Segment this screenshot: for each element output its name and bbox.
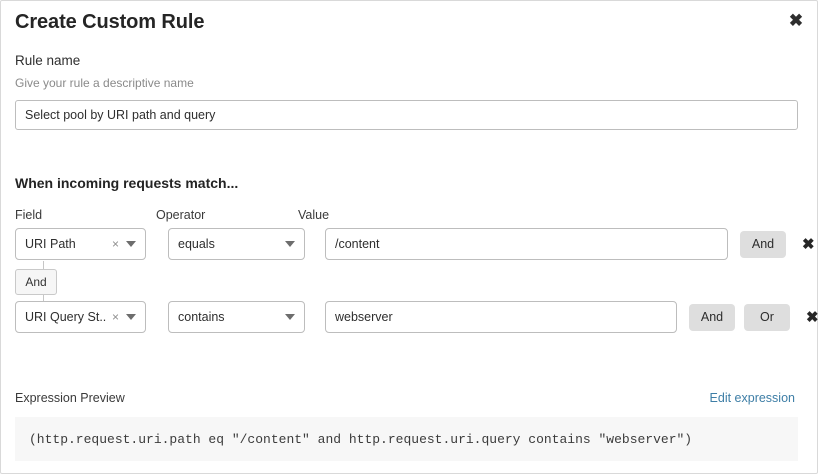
and-button-row-1[interactable]: And xyxy=(740,230,786,258)
chevron-down-icon[interactable] xyxy=(126,314,136,320)
condition-row: URI Path × equals And ✖ xyxy=(15,228,815,260)
delete-x-icon[interactable]: ✖ xyxy=(802,235,815,253)
dialog-title: Create Custom Rule xyxy=(15,11,205,33)
chevron-down-icon[interactable] xyxy=(285,241,295,247)
rule-name-input[interactable] xyxy=(15,100,798,130)
field-select-2[interactable]: URI Query St... × xyxy=(15,301,146,333)
close-icon[interactable]: ✖ xyxy=(788,10,804,30)
column-header-field: Field xyxy=(15,208,43,222)
and-button-row-2[interactable]: And xyxy=(689,303,735,331)
field-select-value-1: URI Path xyxy=(25,237,76,251)
expression-preview-text: (http.request.uri.path eq "/content" and… xyxy=(15,417,798,461)
operator-select-2[interactable]: contains xyxy=(168,301,305,333)
connector-and-chip[interactable]: And xyxy=(15,269,57,295)
condition-row: URI Query St... × contains And Or ✖ xyxy=(15,301,819,333)
clear-x-icon[interactable]: × xyxy=(111,237,119,251)
edit-expression-link[interactable]: Edit expression xyxy=(709,391,795,405)
clear-x-icon[interactable]: × xyxy=(111,310,119,324)
column-header-operator: Operator xyxy=(156,208,206,222)
or-button-row-2[interactable]: Or xyxy=(744,303,790,331)
field-select-value-2: URI Query St... xyxy=(25,310,107,324)
chevron-down-icon[interactable] xyxy=(126,241,136,247)
field-select-1[interactable]: URI Path × xyxy=(15,228,146,260)
match-section-heading: When incoming requests match... xyxy=(15,175,239,191)
value-input-1[interactable] xyxy=(325,228,728,260)
value-input-2[interactable] xyxy=(325,301,677,333)
row-connector: And xyxy=(15,261,75,321)
operator-select-1[interactable]: equals xyxy=(168,228,305,260)
operator-select-value-1: equals xyxy=(178,237,215,251)
expression-preview-label: Expression Preview xyxy=(15,391,125,405)
rule-name-helper-text: Give your rule a descriptive name xyxy=(15,76,194,90)
delete-x-icon[interactable]: ✖ xyxy=(806,308,819,326)
operator-select-value-2: contains xyxy=(178,310,225,324)
rule-name-label: Rule name xyxy=(15,53,81,68)
column-header-value: Value xyxy=(298,208,330,222)
chevron-down-icon[interactable] xyxy=(285,314,295,320)
